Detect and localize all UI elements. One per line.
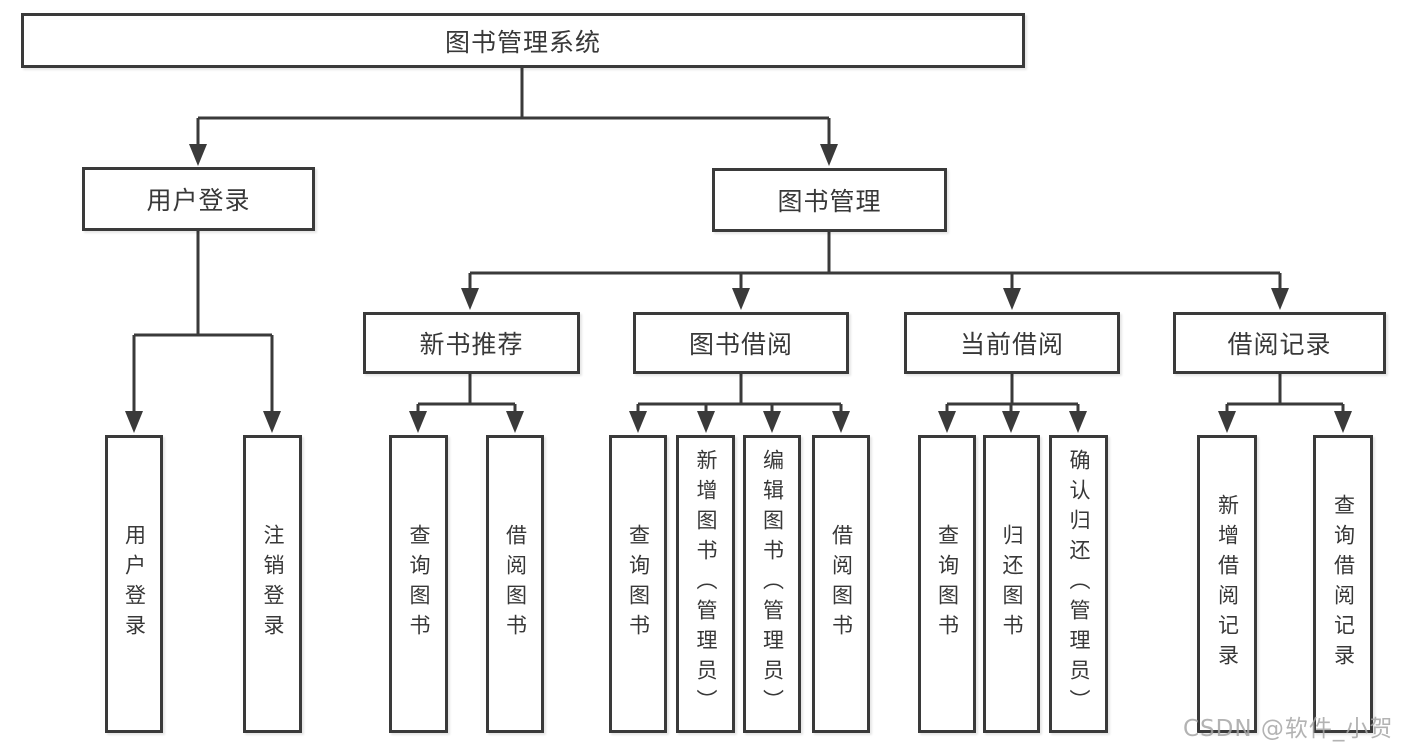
connector-current-borrow <box>945 374 1080 415</box>
arrow-down-icon <box>832 411 850 433</box>
node-borrow-records: 借阅记录 <box>1173 312 1386 374</box>
leaf-bb-edit-book-admin: 编辑图书（管理员） <box>743 435 801 733</box>
node-book-management: 图书管理 <box>712 168 947 232</box>
arrowheads <box>125 144 1352 433</box>
node-new-book-recommend: 新书推荐 <box>363 312 580 374</box>
connector-borrow-records <box>1225 374 1345 415</box>
leaf-nbr-borrow-books: 借阅图书 <box>486 435 544 733</box>
connector-new-book-recommend <box>416 374 517 415</box>
node-root: 图书管理系统 <box>21 13 1025 68</box>
arrow-down-icon <box>409 411 427 433</box>
arrow-down-icon <box>732 288 750 310</box>
leaf-cb-query-books: 查询图书 <box>918 435 976 733</box>
leaf-br-query-record: 查询借阅记录 <box>1313 435 1373 733</box>
arrow-down-icon <box>125 411 143 433</box>
leaf-logout: 注销登录 <box>243 435 302 733</box>
arrow-down-icon <box>461 288 479 310</box>
leaf-br-add-record: 新增借阅记录 <box>1197 435 1257 733</box>
arrow-down-icon <box>1002 411 1020 433</box>
leaf-cb-return-books: 归还图书 <box>983 435 1040 733</box>
arrow-down-icon <box>1003 288 1021 310</box>
leaf-user-login: 用户登录 <box>105 435 163 733</box>
arrow-down-icon <box>938 411 956 433</box>
arrow-down-icon <box>763 411 781 433</box>
arrow-down-icon <box>820 144 838 166</box>
arrow-down-icon <box>506 411 524 433</box>
arrow-down-icon <box>1334 411 1352 433</box>
node-current-borrow: 当前借阅 <box>904 312 1120 374</box>
leaf-bb-query-books: 查询图书 <box>609 435 667 733</box>
node-book-borrow: 图书借阅 <box>633 312 849 374</box>
arrow-down-icon <box>263 411 281 433</box>
connector-root <box>196 67 831 148</box>
arrow-down-icon <box>697 411 715 433</box>
arrow-down-icon <box>629 411 647 433</box>
node-user-login: 用户登录 <box>82 167 315 231</box>
leaf-cb-confirm-return-admin: 确认归还（管理员） <box>1049 435 1108 733</box>
arrow-down-icon <box>1218 411 1236 433</box>
leaf-nbr-query-books: 查询图书 <box>389 435 448 733</box>
leaf-bb-add-book-admin: 新增图书（管理员） <box>676 435 735 733</box>
connector-book-borrow <box>636 374 843 415</box>
connector-user-login <box>132 231 274 415</box>
arrow-down-icon <box>1271 288 1289 310</box>
connector-book-management <box>468 232 1282 292</box>
arrow-down-icon <box>1069 411 1087 433</box>
leaf-bb-borrow-books: 借阅图书 <box>812 435 870 733</box>
arrow-down-icon <box>189 144 207 166</box>
